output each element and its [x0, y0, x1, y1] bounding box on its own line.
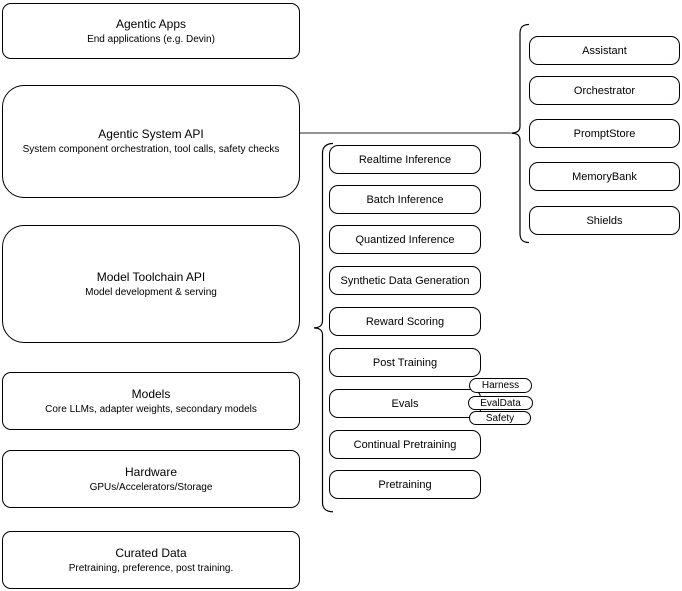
node-subtitle: Core LLMs, adapter weights, secondary mo…: [45, 403, 257, 415]
tag-safety: Safety: [469, 411, 531, 425]
node-promptstore: PromptStore: [529, 119, 680, 148]
node-title: Model Toolchain API: [96, 269, 206, 284]
node-assistant: Assistant: [529, 36, 680, 65]
node-quantized-inference: Quantized Inference: [329, 225, 481, 254]
node-title: Curated Data: [115, 545, 187, 560]
node-pretraining: Pretraining: [329, 470, 481, 499]
node-subtitle: Pretraining, preference, post training.: [68, 562, 234, 574]
system-components-brace: [511, 23, 530, 244]
node-agentic-apps: Agentic Apps End applications (e.g. Devi…: [2, 3, 300, 59]
node-shields: Shields: [529, 206, 680, 235]
node-subtitle: End applications (e.g. Devin): [87, 33, 215, 45]
node-curated-data: Curated Data Pretraining, preference, po…: [2, 531, 300, 589]
node-hardware: Hardware GPUs/Accelerators/Storage: [2, 450, 300, 508]
node-title: Agentic System API: [98, 127, 204, 141]
node-evals: Evals: [329, 389, 481, 418]
node-title: Hardware: [124, 464, 178, 479]
node-models: Models Core LLMs, adapter weights, secon…: [2, 372, 300, 430]
node-realtime-inference: Realtime Inference: [329, 145, 481, 174]
node-continual-pretraining: Continual Pretraining: [329, 430, 481, 459]
node-memorybank: MemoryBank: [529, 162, 680, 191]
node-post-training: Post Training: [329, 348, 481, 377]
tag-evaldata: EvalData: [468, 396, 533, 410]
node-synthetic-data-generation: Synthetic Data Generation: [329, 266, 481, 295]
node-batch-inference: Batch Inference: [329, 185, 481, 214]
node-agentic-system-api: Agentic System API System component orch…: [2, 85, 300, 198]
node-subtitle: Model development & serving: [85, 286, 217, 298]
node-orchestrator: Orchestrator: [529, 76, 680, 105]
node-subtitle: System component orchestration, tool cal…: [22, 144, 280, 155]
node-reward-scoring: Reward Scoring: [329, 307, 481, 336]
node-subtitle: GPUs/Accelerators/Storage: [89, 481, 213, 493]
node-title: Agentic Apps: [115, 16, 187, 31]
tag-harness: Harness: [469, 378, 532, 393]
node-model-toolchain-api: Model Toolchain API Model development & …: [2, 225, 300, 343]
node-title: Models: [131, 386, 171, 401]
